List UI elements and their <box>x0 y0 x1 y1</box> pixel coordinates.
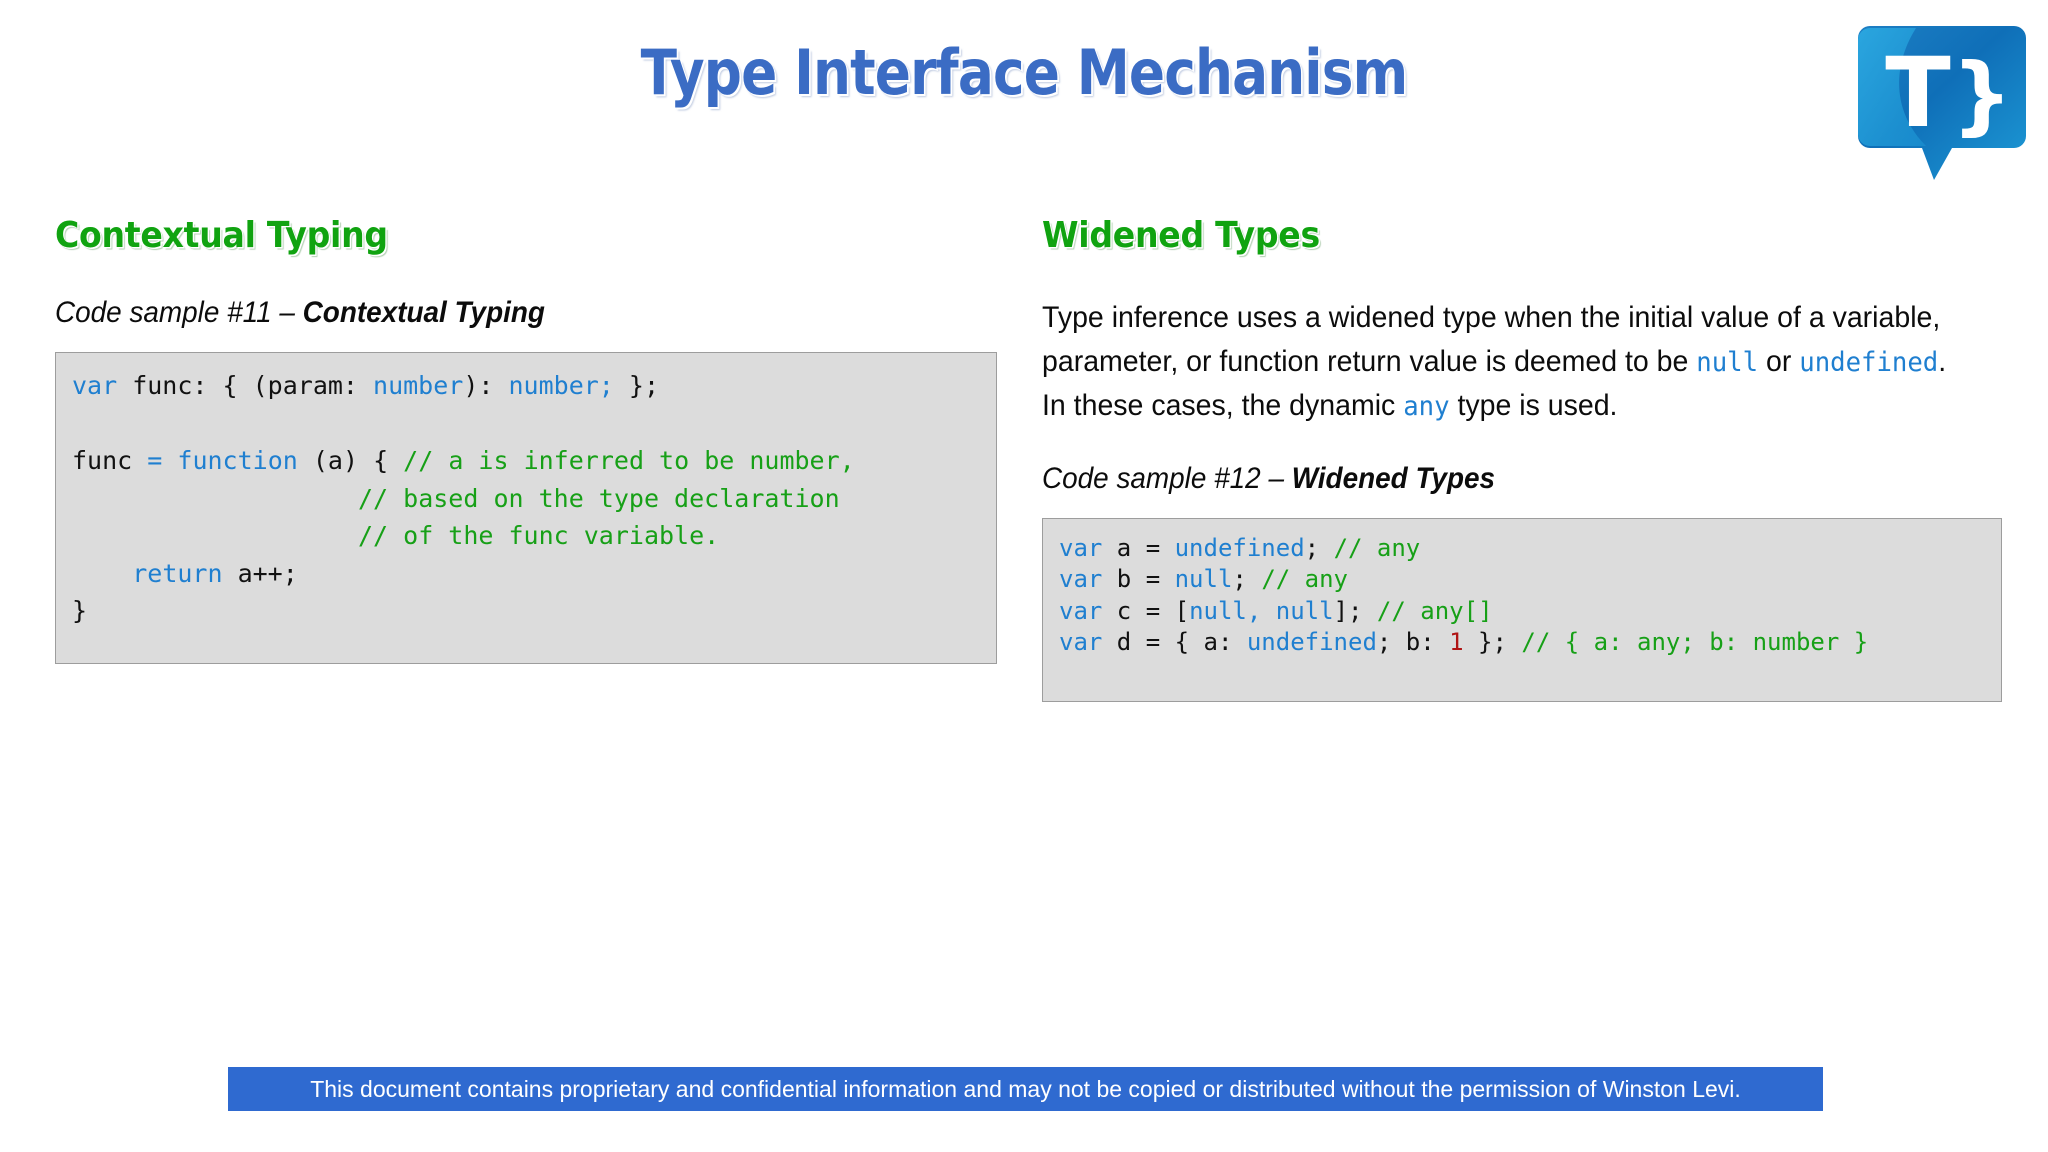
code-token: ; b: <box>1376 627 1450 656</box>
code-token: ; <box>1304 534 1334 563</box>
code-token: a++; <box>222 558 298 588</box>
caption-emphasis: Widened Types <box>1291 462 1496 496</box>
code-line: return a++; <box>72 555 980 593</box>
code-sample-11-caption: Code sample #11 – Contextual Typing <box>55 296 948 330</box>
inline-text: Type inference uses a widened type when … <box>1042 301 1941 379</box>
inline-text: type is used. <box>1449 389 1618 423</box>
code-line: func = function (a) { // a is inferred t… <box>72 442 980 480</box>
page-title: Type Interface Mechanism <box>640 36 1408 109</box>
caption-emphasis: Contextual Typing <box>302 296 545 329</box>
code-token <box>72 521 358 550</box>
code-token: // based on the type declaration <box>357 483 840 513</box>
code-token: (a) { <box>297 446 404 475</box>
code-sample-12-caption: Code sample #12 – Widened Types <box>1042 462 1935 496</box>
footer-text: This document contains proprietary and c… <box>310 1075 1741 1102</box>
code-token: c = [ <box>1102 596 1190 625</box>
code-token: a = <box>1102 534 1175 563</box>
code-block-contextual-typing: var func: { (param: number): number; }; … <box>55 352 997 664</box>
code-token: }; <box>613 371 660 400</box>
code-token: var <box>1059 627 1103 656</box>
widened-types-paragraph: Type inference uses a widened type when … <box>1042 296 1954 428</box>
code-line: // of the func variable. <box>72 517 980 555</box>
code-token: b = <box>1102 565 1175 594</box>
code-token: func <box>72 446 148 475</box>
code-token: ]; <box>1333 596 1377 625</box>
code-token: } <box>72 596 88 625</box>
code-token: // of the func variable. <box>357 521 720 550</box>
code-line: } <box>72 592 980 630</box>
caption-prefix: Code sample #12 – <box>1042 462 1292 496</box>
code-token <box>72 484 358 513</box>
code-token: // a is inferred to be number, <box>403 446 855 475</box>
code-line: var a = undefined; // any <box>1059 533 1985 564</box>
code-token: 1 <box>1449 627 1464 656</box>
code-token: var <box>72 371 118 400</box>
code-token: null, null <box>1189 596 1334 625</box>
code-token <box>72 559 132 588</box>
code-token: null <box>1174 565 1233 594</box>
confidentiality-footer: This document contains proprietary and c… <box>228 1067 1823 1111</box>
code-token: undefined <box>1174 534 1305 563</box>
code-token <box>162 446 177 475</box>
code-token: number <box>373 371 464 400</box>
code-line <box>72 405 980 443</box>
code-token: d = { a: <box>1102 627 1247 656</box>
code-token: var <box>1059 596 1103 625</box>
code-token: }; <box>1463 627 1522 656</box>
code-token: // any <box>1333 534 1421 563</box>
code-line: // based on the type declaration <box>72 480 980 518</box>
svg-text:}: } <box>1951 45 2012 145</box>
svg-text:T: T <box>1885 37 1950 149</box>
caption-prefix: Code sample #11 – <box>55 296 303 329</box>
code-line: var func: { (param: number): number; }; <box>72 367 980 405</box>
code-token: var <box>1059 534 1103 563</box>
code-token: ): <box>463 371 509 400</box>
section-heading-contextual-typing: Contextual Typing <box>55 215 388 256</box>
inline-text: . In these cases, the dynamic <box>1042 345 1947 423</box>
inline-keyword: undefined <box>1799 347 1939 379</box>
code-token: // any[] <box>1376 596 1493 625</box>
code-token: = <box>147 446 163 475</box>
code-line: var b = null; // any <box>1059 564 1985 595</box>
inline-keyword: null <box>1696 347 1759 379</box>
inline-text: or <box>1758 345 1800 379</box>
code-token: // { a: any; b: number } <box>1521 627 1869 656</box>
code-token: number; <box>508 371 614 400</box>
code-line: var d = { a: undefined; b: 1 }; // { a: … <box>1059 627 1985 658</box>
section-heading-widened-types: Widened Types <box>1042 215 1320 256</box>
code-token: function <box>177 446 298 475</box>
inline-keyword: any <box>1403 391 1450 423</box>
code-token: // any <box>1261 565 1349 594</box>
code-token: var <box>1059 565 1103 594</box>
code-token: return <box>132 558 223 588</box>
code-token: ; <box>1232 565 1262 594</box>
code-token: undefined <box>1246 627 1377 656</box>
typescript-speech-bubble-logo: T } <box>1856 18 2028 183</box>
code-line: var c = [null, null]; // any[] <box>1059 596 1985 627</box>
left-column: Contextual Typing Code sample #11 – Cont… <box>55 215 1015 664</box>
right-column: Widened Types Type inference uses a wide… <box>1042 215 2002 703</box>
code-token: func: { (param: <box>117 371 374 400</box>
